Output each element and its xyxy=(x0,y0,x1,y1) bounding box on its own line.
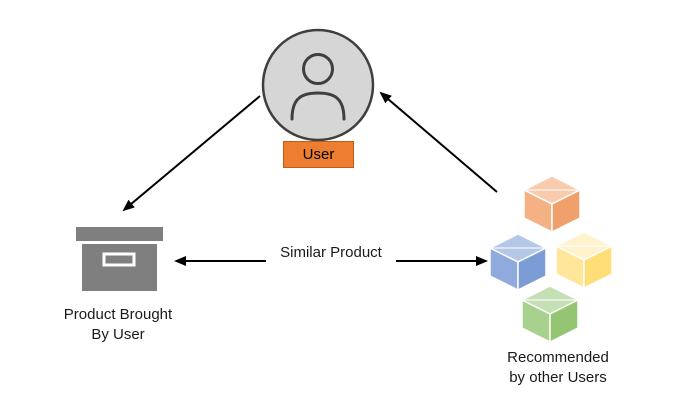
cube-yellow-icon xyxy=(555,231,613,289)
user-label: User xyxy=(283,141,354,168)
recommended-label-line2: by other Users xyxy=(509,369,607,386)
cube-blue-icon xyxy=(489,233,547,291)
arrow-recommended-to-user xyxy=(379,91,498,193)
product-box-icon xyxy=(76,227,163,291)
product-label-line1: Product Brought xyxy=(63,306,173,323)
cube-orange-icon xyxy=(523,175,581,233)
recommended-label-line1: Recommended xyxy=(507,349,609,366)
box-label-slot xyxy=(102,252,136,267)
cube-cluster-icon xyxy=(489,175,613,343)
arrow-user-to-product xyxy=(122,95,261,212)
box-lid xyxy=(76,227,163,241)
user-avatar-icon xyxy=(261,28,375,142)
box-body xyxy=(82,244,157,291)
cube-green-icon xyxy=(521,285,579,343)
person-icon xyxy=(290,53,346,121)
recommended-label: Recommended by other Users xyxy=(477,348,639,388)
product-label-line2: By User xyxy=(91,326,145,343)
product-label: Product Brought By User xyxy=(38,305,198,345)
similar-product-label: Similar Product xyxy=(266,242,396,263)
person-shoulders xyxy=(290,91,346,121)
person-head xyxy=(302,53,334,85)
